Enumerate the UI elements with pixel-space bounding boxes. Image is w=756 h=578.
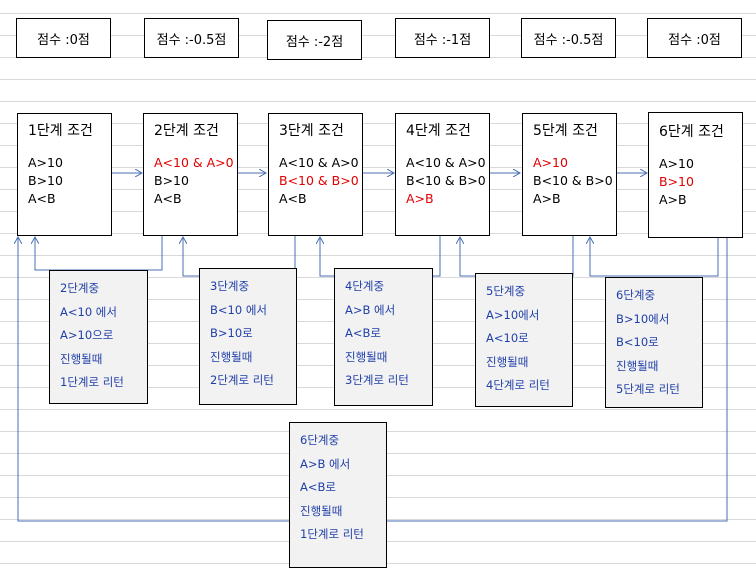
- note-line: 2단계중: [60, 281, 100, 295]
- stage-condition: B<10 & B>0: [406, 173, 486, 188]
- note-line: A>10으로: [60, 328, 114, 342]
- note-line: 5단계로 리턴: [616, 382, 680, 396]
- note-line: A<10로: [486, 331, 529, 345]
- note-line: A<B로: [345, 326, 381, 340]
- return-note-stage5: 5단계중 A>10에서 A<10로 진행될때 4단계로 리턴: [475, 273, 573, 407]
- note-line: B<10 에서: [210, 302, 267, 317]
- stage-condition-changed: B>10: [659, 174, 694, 189]
- note-line: A<10 에서: [60, 304, 117, 319]
- stage-condition-changed: B<10 & B>0: [279, 173, 359, 188]
- note-line: 진행될때: [210, 349, 253, 364]
- score-box-stage6: 점수 :0점: [647, 18, 742, 58]
- stage-condition: A>10: [659, 156, 694, 171]
- note-line: 3단계로 리턴: [345, 373, 409, 387]
- note-line: A<B로: [300, 480, 336, 494]
- return-note-stage2: 2단계중 A<10 에서 A>10으로 진행될때 1단계로 리턴: [49, 270, 148, 404]
- return-path-6-to-5: [590, 237, 719, 277]
- note-line: 6단계중: [300, 433, 340, 447]
- note-line: 2단계로 리턴: [210, 373, 274, 387]
- stage-title: 3단계 조건: [279, 123, 344, 139]
- stage-title: 5단계 조건: [533, 123, 598, 139]
- score-label: 점수 :-2점: [285, 34, 344, 50]
- note-line: B<10로: [616, 335, 659, 349]
- stage-condition: B>10: [154, 173, 189, 188]
- return-note-stage3: 3단계중 B<10 에서 B>10로 진행될때 2단계로 리턴: [199, 268, 297, 405]
- note-line: A>10에서: [486, 307, 540, 322]
- note-line: A>B 에서: [345, 302, 396, 317]
- note-line: 진행될때: [300, 503, 343, 518]
- score-box-stage4: 점수 :-1점: [395, 18, 490, 58]
- score-label: 점수 :-0.5점: [533, 32, 604, 48]
- return-path-2-to-1: [35, 236, 163, 271]
- score-label: 점수 :0점: [37, 32, 90, 48]
- note-line: 진행될때: [616, 358, 659, 373]
- return-note-stage6: 6단계중 B>10에서 B<10로 진행될때 5단계로 리턴: [605, 277, 703, 408]
- stage-condition-changed: A>10: [533, 155, 568, 170]
- stage-box-1: 1단계 조건 A>10 B>10 A<B: [17, 113, 112, 236]
- stage-box-4: 4단계 조건 A<10 & A>0 B<10 & B>0 A>B: [395, 113, 490, 236]
- score-box-stage5: 점수 :-0.5점: [521, 18, 616, 58]
- note-line: 진행될때: [60, 351, 103, 366]
- return-path-5-to-4: [460, 236, 574, 277]
- note-line: B>10에서: [616, 311, 670, 326]
- note-line: 3단계중: [210, 279, 250, 293]
- note-line: 4단계중: [345, 279, 385, 293]
- stage-box-5: 5단계 조건 A>10 B<10 & B>0 A>B: [522, 113, 617, 236]
- stage-condition: B<10 & B>0: [533, 173, 613, 188]
- note-line: 1단계로 리턴: [60, 375, 124, 389]
- stage-title: 2단계 조건: [154, 123, 219, 139]
- stage-condition: A>B: [533, 191, 561, 206]
- stage-box-6: 6단계 조건 A>10 B>10 A>B: [648, 112, 743, 238]
- score-box-stage1: 점수 :0점: [16, 18, 111, 58]
- stage-box-2: 2단계 조건 A<10 & A>0 B>10 A<B: [143, 113, 238, 236]
- return-note-stage6-to-stage1: 6단계중 A>B 에서 A<B로 진행될때 1단계로 리턴: [289, 422, 387, 568]
- note-line: 진행될때: [486, 354, 529, 369]
- stage-condition: A<B: [154, 191, 182, 206]
- score-box-stage2: 점수 :-0.5점: [144, 18, 239, 58]
- stage-condition: A<B: [279, 191, 307, 206]
- note-line: 6단계중: [616, 288, 656, 302]
- stage-box-3: 3단계 조건 A<10 & A>0 B<10 & B>0 A<B: [268, 113, 363, 236]
- return-note-stage4: 4단계중 A>B 에서 A<B로 진행될때 3단계로 리턴: [334, 268, 433, 406]
- note-line: 진행될때: [345, 349, 388, 364]
- note-line: 1단계로 리턴: [300, 527, 364, 541]
- note-line: B>10로: [210, 326, 253, 340]
- score-label: 점수 :0점: [668, 32, 721, 48]
- note-line: 4단계로 리턴: [486, 378, 550, 392]
- score-label: 점수 :-1점: [413, 32, 472, 48]
- stage-condition: A>10: [28, 155, 63, 170]
- stage-condition-changed: A<10 & A>0: [154, 155, 234, 170]
- score-label: 점수 :-0.5점: [156, 32, 227, 48]
- note-line: 5단계중: [486, 284, 526, 298]
- stage-title: 6단계 조건: [659, 124, 724, 140]
- stage-condition: A<10 & A>0: [406, 155, 486, 170]
- stage-condition: A>B: [659, 192, 687, 207]
- stage-condition: A<10 & A>0: [279, 155, 359, 170]
- stage-condition: B>10: [28, 173, 63, 188]
- stage-title: 4단계 조건: [406, 123, 471, 139]
- stage-title: 1단계 조건: [28, 123, 93, 139]
- stage-condition-changed: A>B: [406, 191, 434, 206]
- note-line: A>B 에서: [300, 456, 351, 471]
- score-box-stage3: 점수 :-2점: [267, 20, 362, 60]
- stage-condition: A<B: [28, 191, 56, 206]
